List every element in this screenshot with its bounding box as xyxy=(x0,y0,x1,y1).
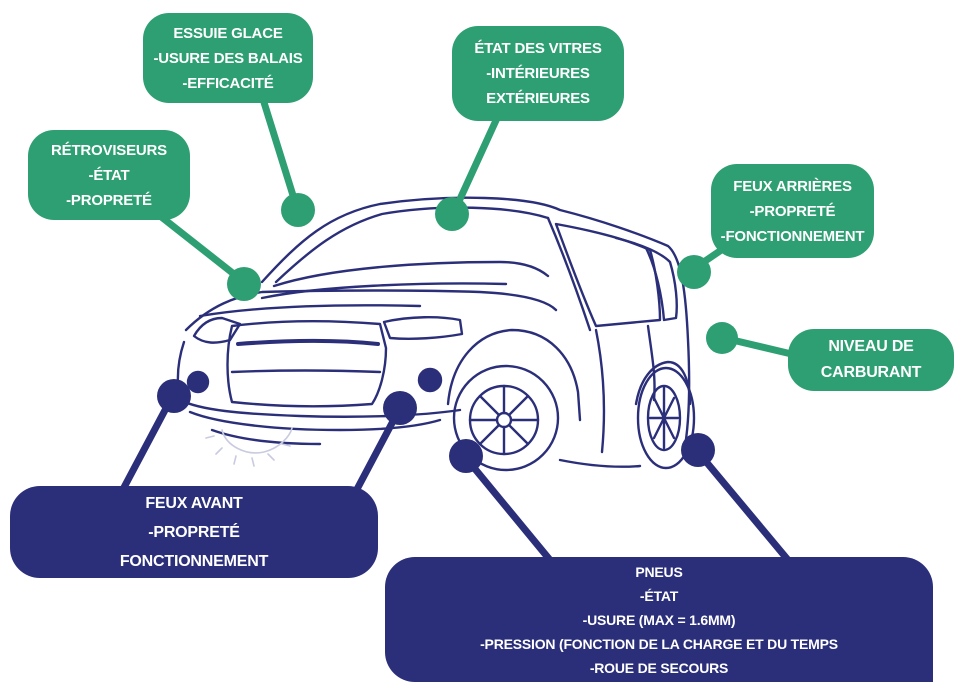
marker-retro xyxy=(227,267,261,301)
headlight-right xyxy=(382,316,464,340)
label-niveau-carburant-line: NIVEAU DE xyxy=(828,338,914,355)
connector-retro xyxy=(146,204,248,286)
windshield-bottom xyxy=(260,282,508,300)
marker-feuxarr xyxy=(677,255,711,289)
grille xyxy=(226,320,388,408)
label-etat-vitres-item: EXTÉRIEURES xyxy=(486,90,590,107)
marker-vitres xyxy=(435,197,469,231)
label-pneus-item: -PRESSION (FONCTION DE LA CHARGE ET DU T… xyxy=(480,635,838,652)
marker-pneus-front xyxy=(449,439,483,473)
label-etat-vitres-title: ÉTAT DES VITRES xyxy=(474,40,602,57)
rear-wheel-spokes xyxy=(648,386,680,450)
car-roof-inner xyxy=(274,206,550,284)
gear-watermark xyxy=(205,427,293,467)
connector-essuie xyxy=(258,92,300,209)
marker-pneus-rear xyxy=(681,433,715,467)
label-niveau-carburant: NIVEAU DE CARBURANT xyxy=(788,329,954,391)
marker-feuxav-right xyxy=(383,391,417,425)
label-essuie-glace-item: -EFFICACITÉ xyxy=(182,74,274,92)
door-line-2 xyxy=(646,324,656,402)
label-etat-vitres-item: -INTÉRIEURES xyxy=(486,65,590,82)
connector-vitres xyxy=(451,112,502,214)
label-etat-vitres: ÉTAT DES VITRES -INTÉRIEURES EXTÉRIEURES xyxy=(452,26,624,121)
side-sill xyxy=(558,458,642,468)
hood-crease xyxy=(198,304,422,318)
label-feux-avant-item: -PROPRETÉ xyxy=(148,523,240,541)
side-window-front xyxy=(554,222,662,328)
fog-light-left xyxy=(186,370,210,394)
label-feux-avant-item: FONCTIONNEMENT xyxy=(119,552,269,570)
front-wheel-spokes xyxy=(468,384,540,456)
rear-wheel-rim xyxy=(646,384,682,452)
front-skid xyxy=(210,428,322,446)
headlight-left xyxy=(192,316,242,344)
door-line-1 xyxy=(594,328,606,454)
windshield xyxy=(272,260,550,288)
a-pillar xyxy=(546,216,592,332)
label-retroviseurs-item: -PROPRETÉ xyxy=(66,191,152,209)
hood xyxy=(184,289,558,332)
front-wheel-tire xyxy=(452,364,560,472)
marker-essuie xyxy=(281,193,315,227)
label-pneus-item: -ÉTAT xyxy=(639,587,679,604)
label-essuie-glace-item: -USURE DES BALAIS xyxy=(153,49,303,67)
fog-light-right xyxy=(417,367,443,393)
label-retroviseurs-item: -ÉTAT xyxy=(88,166,130,184)
label-feux-arrieres-title: FEUX ARRIÈRES xyxy=(733,177,852,195)
side-window-rear xyxy=(614,236,678,322)
markers-navy xyxy=(157,379,715,473)
car-outline xyxy=(176,196,696,472)
label-pneus-item: -USURE (MAX = 1.6MM) xyxy=(582,611,736,628)
connector-pneus-rear xyxy=(694,448,792,564)
label-essuie-glace: ESSUIE GLACE -USURE DES BALAIS -EFFICACI… xyxy=(143,13,313,103)
label-feux-avant: FEUX AVANT -PROPRETÉ FONCTIONNEMENT xyxy=(10,486,378,578)
marker-feuxav-left xyxy=(157,379,191,413)
label-feux-arrieres: FEUX ARRIÈRES -PROPRETÉ -FONCTIONNEMENT xyxy=(711,164,874,258)
rear-wheel-tire xyxy=(636,366,696,470)
label-feux-avant-title: FEUX AVANT xyxy=(145,494,243,512)
connectors-green xyxy=(146,92,804,360)
grille-bar xyxy=(236,339,380,346)
label-retroviseurs-title: RÉTROVISEURS xyxy=(51,141,167,159)
front-wheel-arch xyxy=(446,328,582,422)
car-roof-line xyxy=(260,196,691,454)
grille-lower xyxy=(230,369,382,374)
label-feux-arrieres-item: -PROPRETÉ xyxy=(749,202,836,220)
label-pneus-item: -ROUE DE SECOURS xyxy=(589,659,729,676)
label-pneus: PNEUS -ÉTAT -USURE (MAX = 1.6MM) -PRESSI… xyxy=(385,557,933,682)
connector-pneus-front xyxy=(462,454,554,564)
label-essuie-glace-title: ESSUIE GLACE xyxy=(173,24,283,42)
markers-green xyxy=(227,193,738,354)
label-retroviseurs: RÉTROVISEURS -ÉTAT -PROPRETÉ xyxy=(28,130,190,220)
label-feux-arrieres-item: -FONCTIONNEMENT xyxy=(720,227,865,245)
marker-carbu xyxy=(706,322,738,354)
label-niveau-carburant-line: CARBURANT xyxy=(820,364,922,381)
front-bumper-lower xyxy=(188,410,442,432)
label-pneus-title: PNEUS xyxy=(635,563,683,580)
